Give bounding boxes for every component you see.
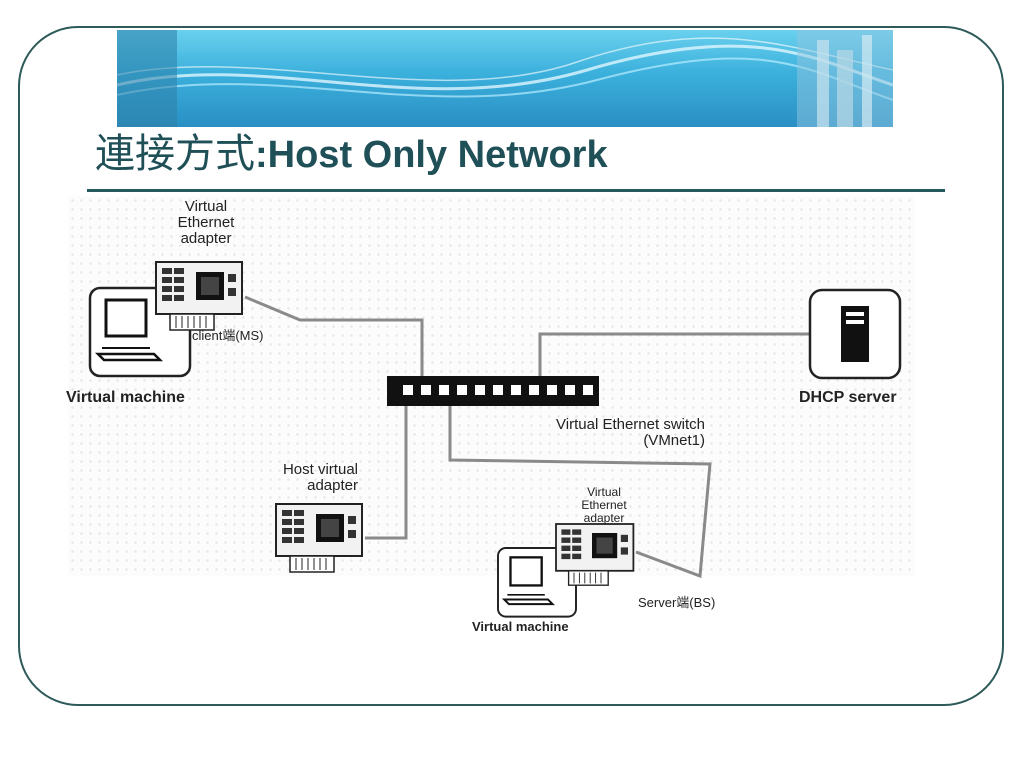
vm1-adapter-line1: Virtual xyxy=(184,198,228,215)
host-adapter-line2: adapter xyxy=(307,477,358,494)
slide-frame xyxy=(18,26,1004,706)
page-title: 連接方式:Host Only Network xyxy=(95,134,608,174)
title-cjk: 連接方式 xyxy=(95,131,255,177)
title-en: :Host Only Network xyxy=(255,134,608,176)
vm2-adapter-label: Virtual Ethernet adapter xyxy=(556,486,652,525)
vm1-label: Virtual machine xyxy=(66,389,185,406)
client-label: client端(MS) xyxy=(192,328,264,343)
vm2-adapter-line1: Virtual xyxy=(587,485,621,499)
switch-label: Virtual Ethernet switch (VMnet1) xyxy=(500,417,705,449)
title-underline xyxy=(87,189,945,192)
cable-switch-vm2 xyxy=(448,404,712,579)
header-banner xyxy=(117,30,893,127)
switch-icon xyxy=(387,376,599,406)
host-adapter-line1: Host virtual xyxy=(282,461,358,478)
cable-switch-host-adapter xyxy=(365,404,408,540)
vm2-label: Virtual machine xyxy=(472,619,569,634)
network-cables xyxy=(244,295,810,579)
server-label: Server端(BS) xyxy=(638,595,716,610)
vm1-adapter-line2: Ethernet xyxy=(177,214,235,231)
switch-label-line2: (VMnet1) xyxy=(643,432,705,449)
vm1-adapter-label: Virtual Ethernet adapter xyxy=(156,199,256,247)
dhcp-server-tower-icon xyxy=(808,288,902,380)
host-network-card-icon xyxy=(275,503,363,573)
host-adapter-label: Host virtual adapter xyxy=(245,462,358,494)
dhcp-label: DHCP server xyxy=(799,389,897,406)
cable-switch-dhcp xyxy=(538,332,810,382)
cable-vm1-switch xyxy=(244,295,424,382)
switch-label-line1: Virtual Ethernet switch xyxy=(556,416,705,433)
vm2-adapter-line2: Ethernet xyxy=(581,498,627,512)
vm2-adapter-line3: adapter xyxy=(583,511,625,525)
vm1-adapter-line3: adapter xyxy=(180,230,232,247)
